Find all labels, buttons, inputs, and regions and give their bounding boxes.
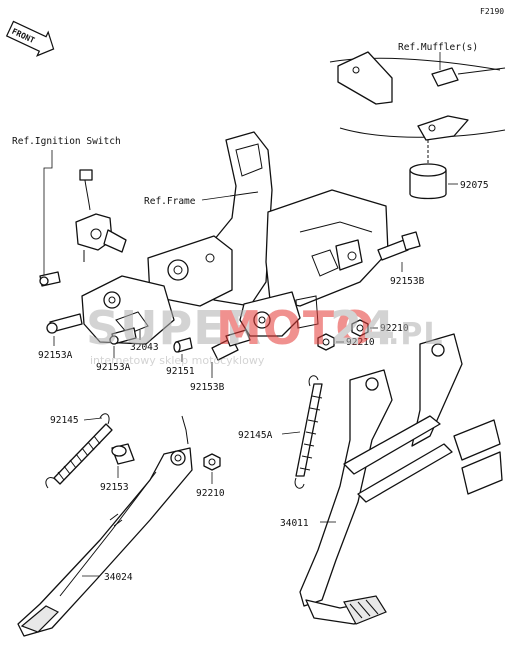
nut-92210-c <box>203 453 221 471</box>
spring-92145A <box>294 375 323 489</box>
bolt-92153 <box>111 443 135 465</box>
side-stand-34024 <box>17 415 193 637</box>
label-92153B-upper: 92153B <box>390 276 425 287</box>
bolt-92153B-upper <box>377 231 421 261</box>
label-92145A: 92145A <box>238 430 273 441</box>
watermark-brand-right: 24 <box>330 301 396 355</box>
rubber-bushing-92075 <box>409 140 447 200</box>
ignition-switch-reference <box>75 169 127 262</box>
nut-92210-a <box>351 319 369 337</box>
label-34024: 34024 <box>104 572 133 583</box>
bolt-92153B-lower <box>211 329 251 361</box>
watermark: SUPER MOTO 24 .PL internetowy sklep moto… <box>86 301 444 367</box>
spring-92145 <box>45 413 113 489</box>
ignition-switch-reference-label: Ref.Ignition Switch <box>12 136 121 147</box>
muffler-reference <box>329 51 506 141</box>
label-92153A-left: 92153A <box>38 350 73 361</box>
label-92151: 92151 <box>166 366 195 377</box>
label-92153A-mid: 92153A <box>96 362 131 373</box>
label-92210-a: 92210 <box>380 323 409 334</box>
watermark-brand-left: SUPER <box>86 301 262 355</box>
collar-92151 <box>173 337 193 353</box>
diagram-code: F2190 <box>480 7 504 16</box>
label-92210-b: 92210 <box>346 337 375 348</box>
muffler-reference-label: Ref.Muffler(s) <box>398 42 478 53</box>
label-92075: 92075 <box>460 180 489 191</box>
watermark-brand-mid: MOTO <box>216 301 375 355</box>
front-arrow-icon: FRONT <box>5 20 55 57</box>
frame <box>81 131 389 345</box>
center-stand-34011 <box>299 333 503 625</box>
label-34011: 34011 <box>280 518 309 529</box>
label-32043: 32043 <box>130 342 159 353</box>
bolt-92153A-mid <box>109 327 137 345</box>
frame-reference-label: Ref.Frame <box>144 196 196 207</box>
bolt-92153A-left <box>46 313 83 334</box>
watermark-brand-tld: .PL <box>388 317 444 352</box>
label-92153B-lower: 92153B <box>190 382 225 393</box>
bolt-92153A-upper-left <box>39 271 61 287</box>
label-92145: 92145 <box>50 415 79 426</box>
watermark-tagline: internetowy sklep motocyklowy <box>90 354 265 367</box>
nut-92210-b <box>317 333 335 351</box>
label-92210-c: 92210 <box>196 488 225 499</box>
label-92153: 92153 <box>100 482 129 493</box>
